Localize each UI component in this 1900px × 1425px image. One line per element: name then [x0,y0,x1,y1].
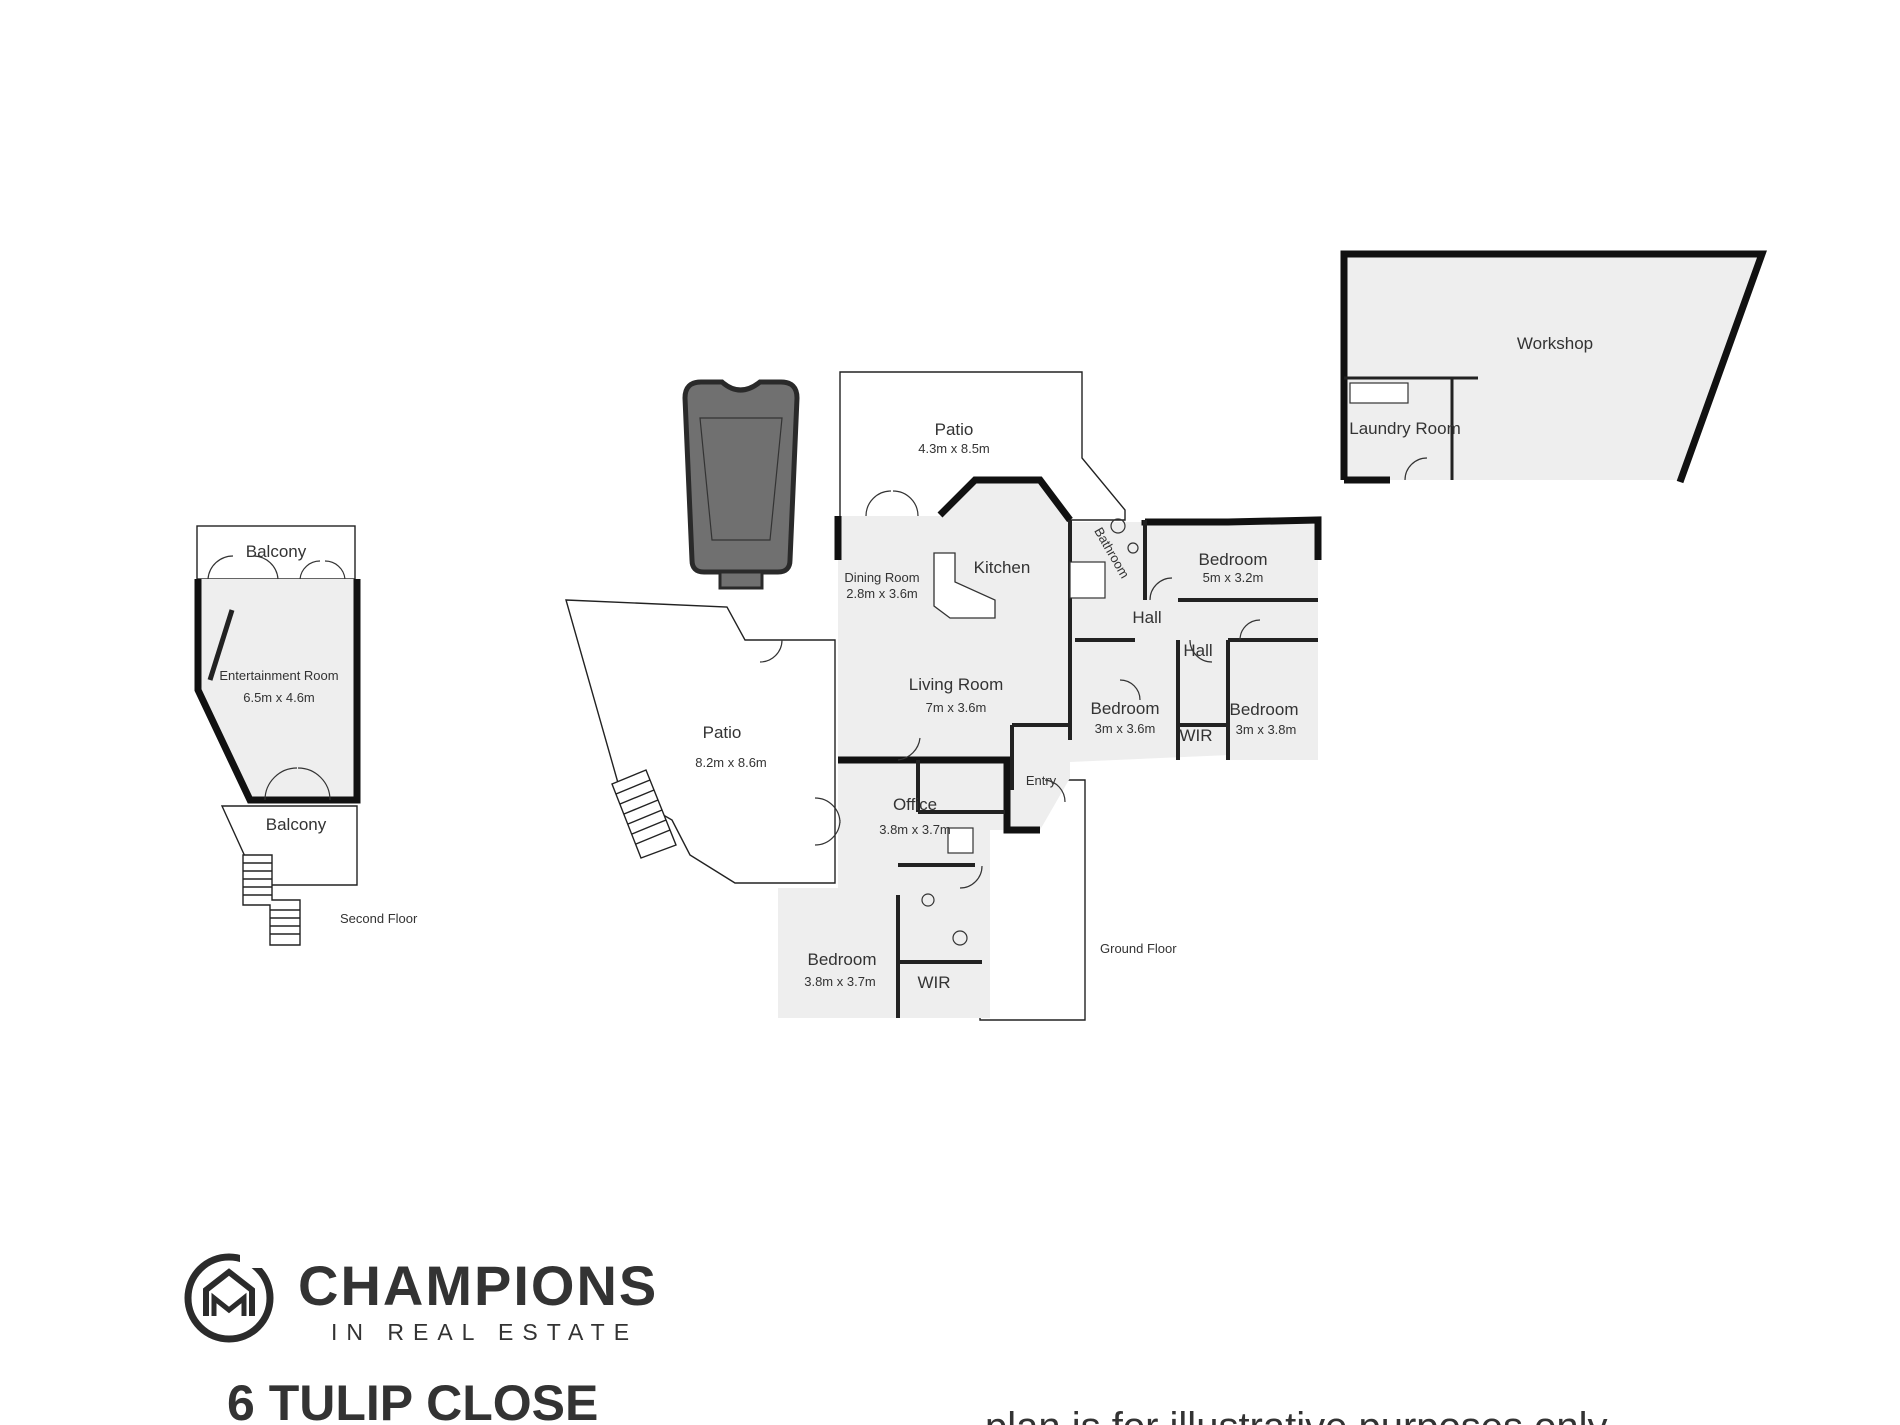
office-size: 3.8m x 3.7m [879,822,951,837]
patio-left-label: Patio [703,723,742,742]
bedroom-ne-size: 5m x 3.2m [1203,570,1264,585]
kitchen-walls [937,476,1073,523]
ground-floor-label: Ground Floor [1100,941,1177,956]
outbuilding-plan: Workshop Laundry Room [1340,250,1767,484]
bathroom-fixtures [921,518,1139,946]
patio-left-size: 8.2m x 8.6m [695,755,767,770]
pool [682,379,800,590]
logo-tagline: IN REAL ESTATE [331,1319,638,1345]
laundry-label: Laundry Room [1349,419,1461,438]
living-room-label: Living Room [909,675,1004,694]
second-floor-label: Second Floor [340,911,418,926]
house-monogram-icon [184,1250,274,1343]
bedroom-mid-label: Bedroom [1091,699,1160,718]
pool-shape [682,379,800,575]
entertainment-room-size: 6.5m x 4.6m [243,690,315,705]
wir-mid-label: WIR [1179,726,1212,745]
balcony-bottom-label: Balcony [266,815,327,834]
disclaimer-text: plan is for illustrative purposes only [985,1405,1608,1425]
patio-left-area [565,599,836,884]
workshop-walls [1340,250,1767,484]
bedroom-east-size: 3m x 3.8m [1236,722,1297,737]
partition-wall [207,609,235,681]
hall-1-label: Hall [1132,608,1161,627]
dining-room-size: 2.8m x 3.6m [846,586,918,601]
wir-sw-label: WIR [917,973,950,992]
property-address: 6 TULIP CLOSE [227,1375,598,1425]
entertainment-room-area [197,579,357,800]
laundry-sink [1349,382,1409,404]
entertainment-room-walls [194,579,361,804]
balcony-top-label: Balcony [246,542,307,561]
bedroom-ne-label: Bedroom [1199,550,1268,569]
house-interior [778,480,1318,1018]
stairs-second-floor [242,854,301,946]
kitchen-island [933,552,996,619]
office-label: Office [893,795,937,814]
entry-label: Entry [1026,773,1057,788]
second-floor-plan: Balcony Entertainment Room 6.5m x 4.6m B… [194,525,418,946]
bedroom-sw-label: Bedroom [808,950,877,969]
entertainment-room-label: Entertainment Room [219,668,338,683]
hall-2-label: Hall [1183,641,1212,660]
dining-room-label: Dining Room [844,570,919,585]
bedroom-mid-size: 3m x 3.6m [1095,721,1156,736]
logo-word: CHAMPIONS [298,1254,658,1317]
bedroom-east-label: Bedroom [1230,700,1299,719]
french-door-top [207,555,346,580]
ground-floor-plan: Patio 4.3m x 8.5m Kitchen Dining Room 2.… [565,371,1322,1021]
ground-floor-doors [759,490,1261,889]
living-room-size: 7m x 3.6m [926,700,987,715]
kitchen-label: Kitchen [974,558,1031,577]
bedroom-sw-size: 3.8m x 3.7m [804,974,876,989]
living-office-walls [838,756,1040,834]
laundry-door [1404,457,1428,481]
patio-top-label: Patio [935,420,974,439]
stairs-ground-floor [611,769,677,859]
patio-top-size: 4.3m x 8.5m [918,441,990,456]
workshop-label: Workshop [1517,334,1593,353]
workshop-area [1344,254,1760,480]
logo: CHAMPIONS IN REAL ESTATE [184,1250,658,1345]
french-door-bottom [264,767,331,801]
